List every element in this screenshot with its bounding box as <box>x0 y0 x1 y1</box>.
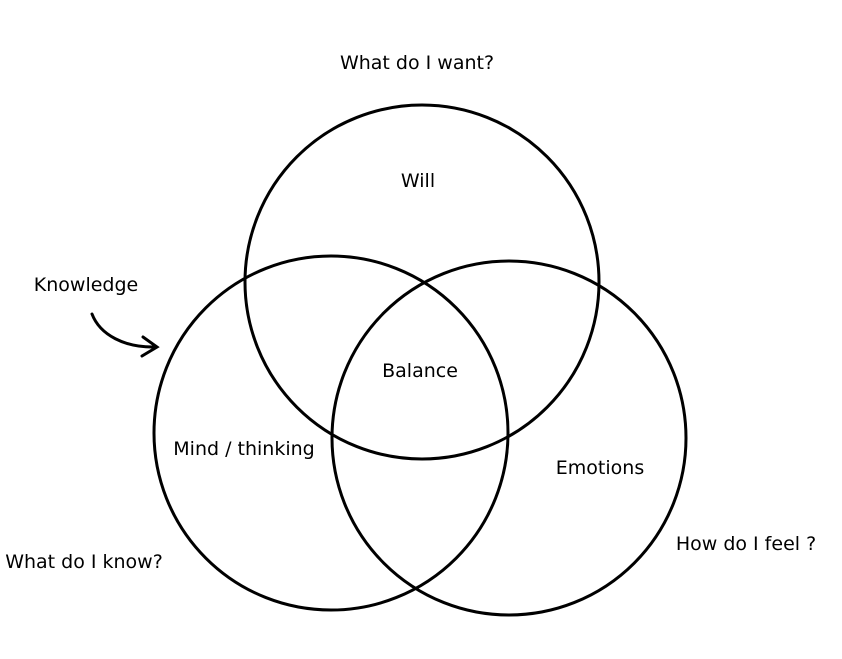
emotions-circle <box>330 259 688 617</box>
balance-label: Balance <box>382 360 458 382</box>
will-circle <box>243 103 601 461</box>
curved-arrow-icon <box>90 312 160 358</box>
feel-question: How do I feel ? <box>675 533 817 555</box>
mind-circle <box>152 254 510 612</box>
knowledge-label: Knowledge <box>33 274 139 296</box>
will-label: Will <box>400 170 436 192</box>
know-question: What do I know? <box>5 551 163 573</box>
emotions-label: Emotions <box>555 457 645 479</box>
mind-label: Mind / thinking <box>173 438 315 460</box>
want-question: What do I want? <box>339 52 495 74</box>
